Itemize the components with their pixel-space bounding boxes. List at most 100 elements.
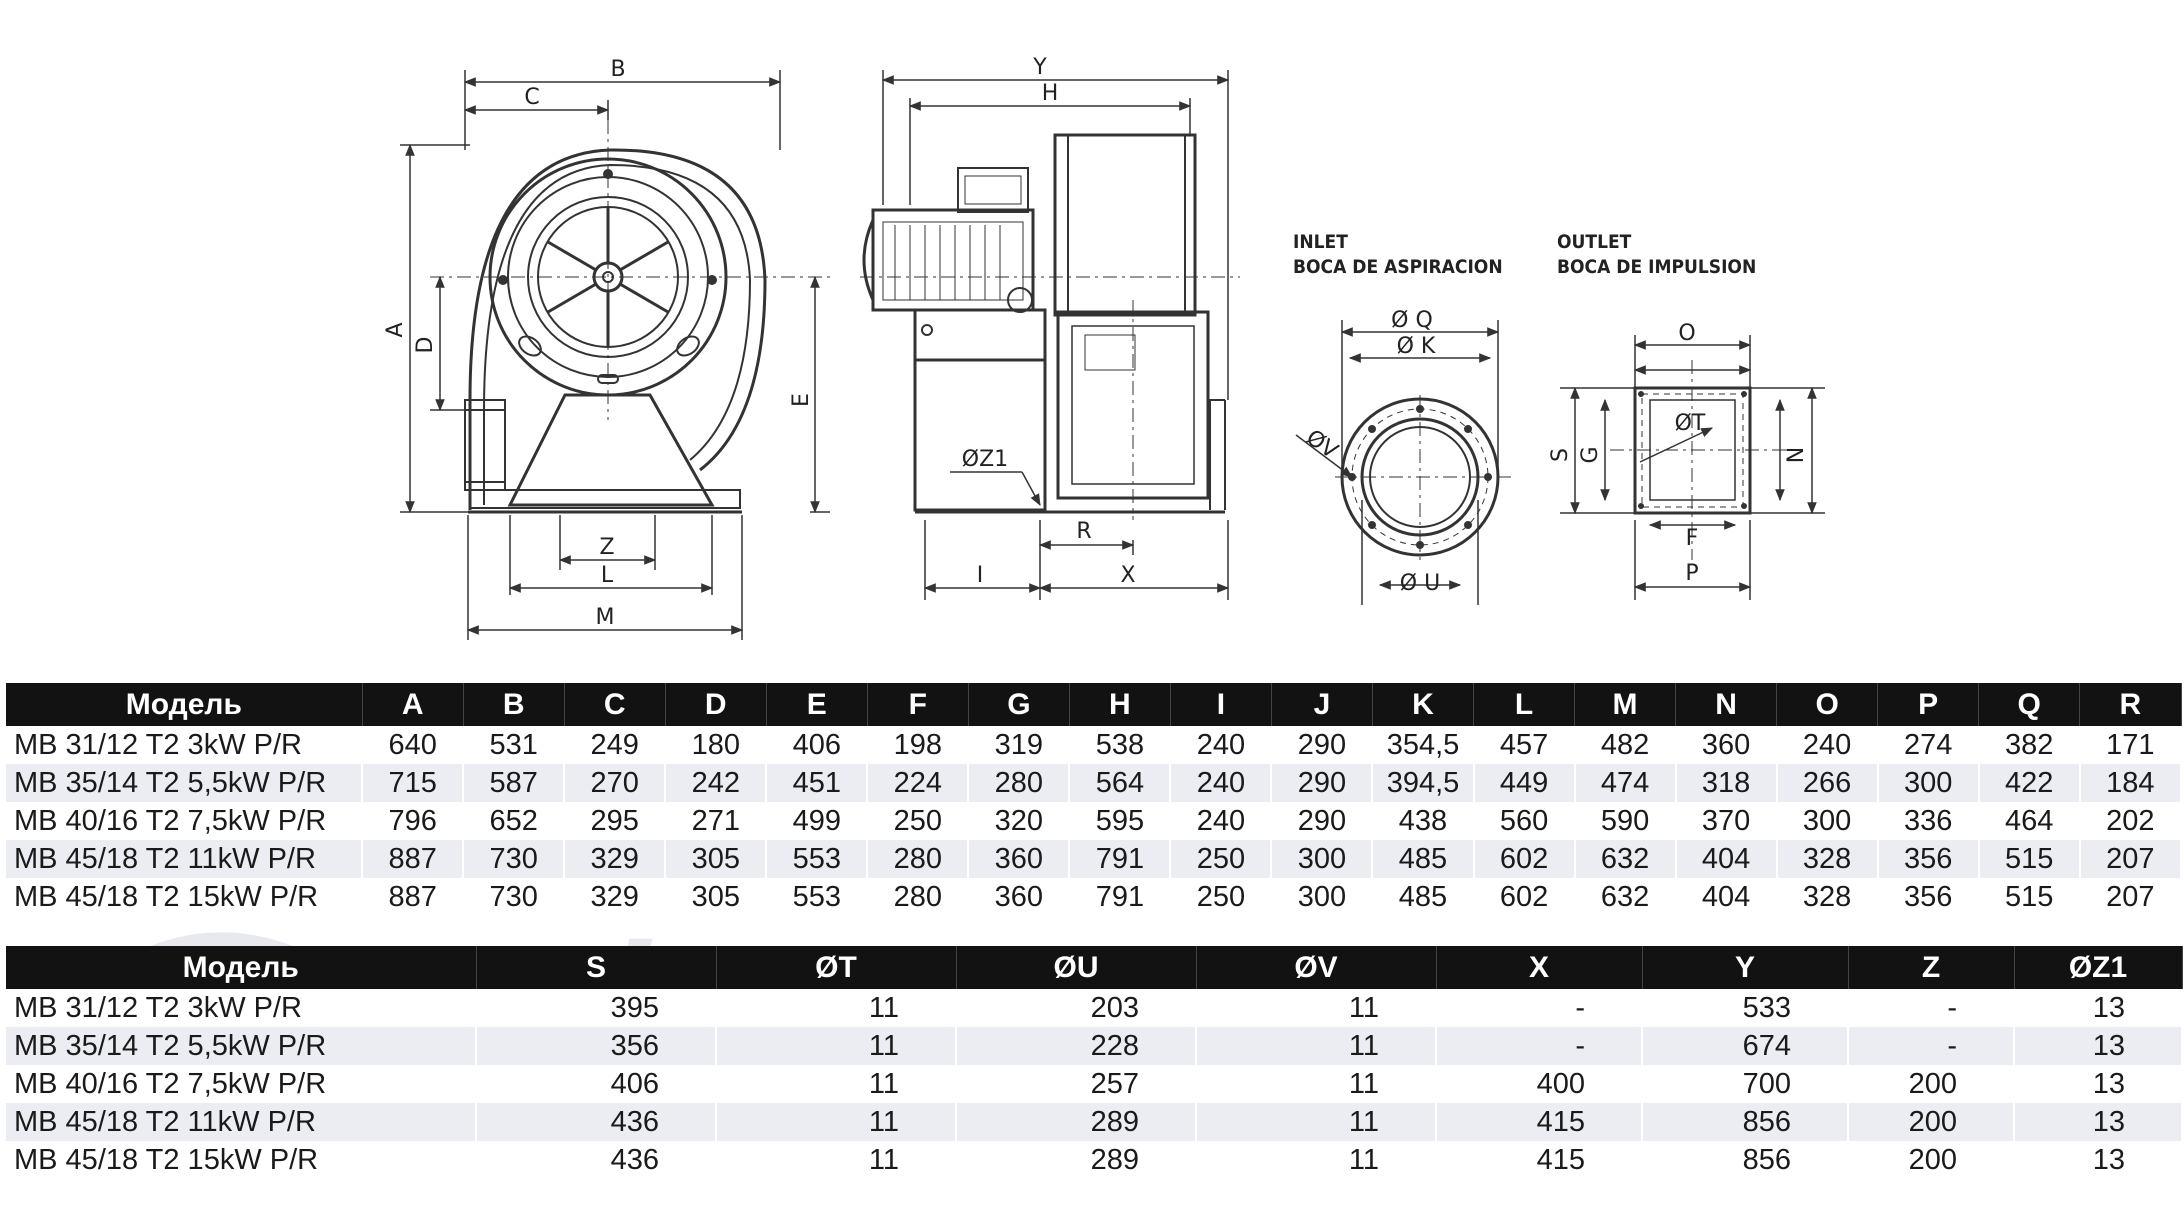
value-cell: 560	[1473, 802, 1576, 840]
value-cell: 280	[968, 764, 1071, 802]
value-cell: 400	[1436, 1065, 1643, 1103]
value-cell: 482	[1574, 726, 1677, 764]
outlet-caption-line1: OUTLET	[1557, 231, 1632, 253]
value-cell: 328	[1776, 878, 1879, 916]
value-cell: 652	[463, 802, 566, 840]
value-cell: 290	[1271, 726, 1374, 764]
side-view-labels: Y H ØZ1 R I X	[962, 55, 1136, 588]
value-cell: 595	[1069, 802, 1172, 840]
value-cell: 464	[1978, 802, 2081, 840]
value-cell: 553	[766, 878, 869, 916]
dim-label-B: B	[610, 57, 625, 82]
value-cell: 13	[2014, 1103, 2183, 1141]
value-cell: 730	[463, 840, 566, 878]
dim-label-G: G	[1578, 446, 1603, 463]
value-cell: 290	[1271, 802, 1374, 840]
value-cell: 856	[1642, 1141, 1849, 1179]
table1-header-B: B	[463, 683, 565, 726]
dim-label-L: L	[601, 563, 614, 588]
value-cell: 538	[1069, 726, 1172, 764]
table2-header-V: ØV	[1196, 946, 1437, 989]
dim-label-C: C	[524, 85, 539, 110]
value-cell: 13	[2014, 1141, 2183, 1179]
value-cell: 242	[665, 764, 768, 802]
value-cell: 485	[1372, 878, 1475, 916]
value-cell: 13	[2014, 1065, 2183, 1103]
dim-label-D: D	[413, 337, 438, 354]
model-cell: MB 45/18 T2 15kW P/R	[6, 1141, 477, 1179]
table2-header-U: ØU	[956, 946, 1197, 989]
value-cell: 791	[1069, 878, 1172, 916]
value-cell: 11	[716, 1027, 957, 1065]
value-cell: 250	[1170, 840, 1273, 878]
value-cell: 382	[1978, 726, 2081, 764]
table2-header-model: Модель	[6, 946, 477, 989]
value-cell: 553	[766, 840, 869, 878]
value-cell: 300	[1271, 878, 1374, 916]
table1-header-O: O	[1776, 683, 1879, 726]
value-cell: 360	[968, 840, 1071, 878]
model-cell: MB 45/18 T2 15kW P/R	[6, 878, 364, 916]
value-cell: 640	[362, 726, 465, 764]
value-cell: 856	[1642, 1103, 1849, 1141]
value-cell: 499	[766, 802, 869, 840]
table1-header-K: K	[1372, 683, 1475, 726]
value-cell: 602	[1473, 878, 1576, 916]
table2-header-S: S	[476, 946, 717, 989]
value-cell: 200	[1848, 1141, 2015, 1179]
value-cell: 280	[867, 878, 970, 916]
model-cell: MB 40/16 T2 7,5kW P/R	[6, 802, 364, 840]
value-cell: 257	[956, 1065, 1197, 1103]
value-cell: 438	[1372, 802, 1475, 840]
dim-label-M: M	[596, 605, 615, 630]
value-cell: 271	[665, 802, 768, 840]
value-cell: 791	[1069, 840, 1172, 878]
dim-label-V: ØV	[1301, 425, 1342, 464]
model-cell: MB 31/12 T2 3kW P/R	[6, 726, 364, 764]
value-cell: 11	[1196, 1027, 1437, 1065]
model-cell: MB 40/16 T2 7,5kW P/R	[6, 1065, 477, 1103]
dim-label-K: Ø K	[1397, 334, 1436, 359]
value-cell: 240	[1170, 802, 1273, 840]
table1-header-C: C	[564, 683, 666, 726]
value-cell: 328	[1776, 840, 1879, 878]
outlet-caption: OUTLET BOCA DE IMPULSION	[1557, 231, 1756, 278]
value-cell: 356	[1877, 840, 1980, 878]
model-cell: MB 31/12 T2 3kW P/R	[6, 989, 477, 1027]
table2-header-X: X	[1436, 946, 1643, 989]
inlet-caption-line2: BOCA DE ASPIRACION	[1293, 256, 1503, 278]
dim-label-N: N	[1784, 447, 1809, 463]
value-cell: 240	[1170, 726, 1273, 764]
dim-label-P: P	[1685, 561, 1698, 586]
value-cell: 730	[463, 878, 566, 916]
value-cell: 436	[476, 1103, 717, 1141]
value-cell: 240	[1776, 726, 1879, 764]
value-cell: 203	[956, 989, 1197, 1027]
value-cell: 602	[1473, 840, 1576, 878]
outlet-view	[1560, 335, 1825, 600]
value-cell: 394,5	[1372, 764, 1475, 802]
value-cell: 11	[716, 989, 957, 1027]
dim-label-Z: Z	[599, 535, 614, 560]
value-cell: 533	[1642, 989, 1849, 1027]
value-cell: 11	[1196, 1065, 1437, 1103]
value-cell: 270	[564, 764, 667, 802]
value-cell: 360	[1675, 726, 1778, 764]
value-cell: 415	[1436, 1103, 1643, 1141]
value-cell: 395	[476, 989, 717, 1027]
dim-label-Y: Y	[1032, 55, 1047, 80]
table1-header-L: L	[1473, 683, 1576, 726]
dim-label-T: ØT	[1675, 411, 1706, 436]
table1-header-G: G	[968, 683, 1070, 726]
value-cell: 289	[956, 1103, 1197, 1141]
value-cell: 249	[564, 726, 667, 764]
table2-header-T: ØT	[716, 946, 957, 989]
value-cell: 436	[476, 1141, 717, 1179]
inlet-caption: INLET BOCA DE ASPIRACION	[1293, 231, 1503, 278]
value-cell: -	[1848, 1027, 2015, 1065]
value-cell: 11	[716, 1065, 957, 1103]
value-cell: 11	[716, 1103, 957, 1141]
value-cell: 406	[476, 1065, 717, 1103]
